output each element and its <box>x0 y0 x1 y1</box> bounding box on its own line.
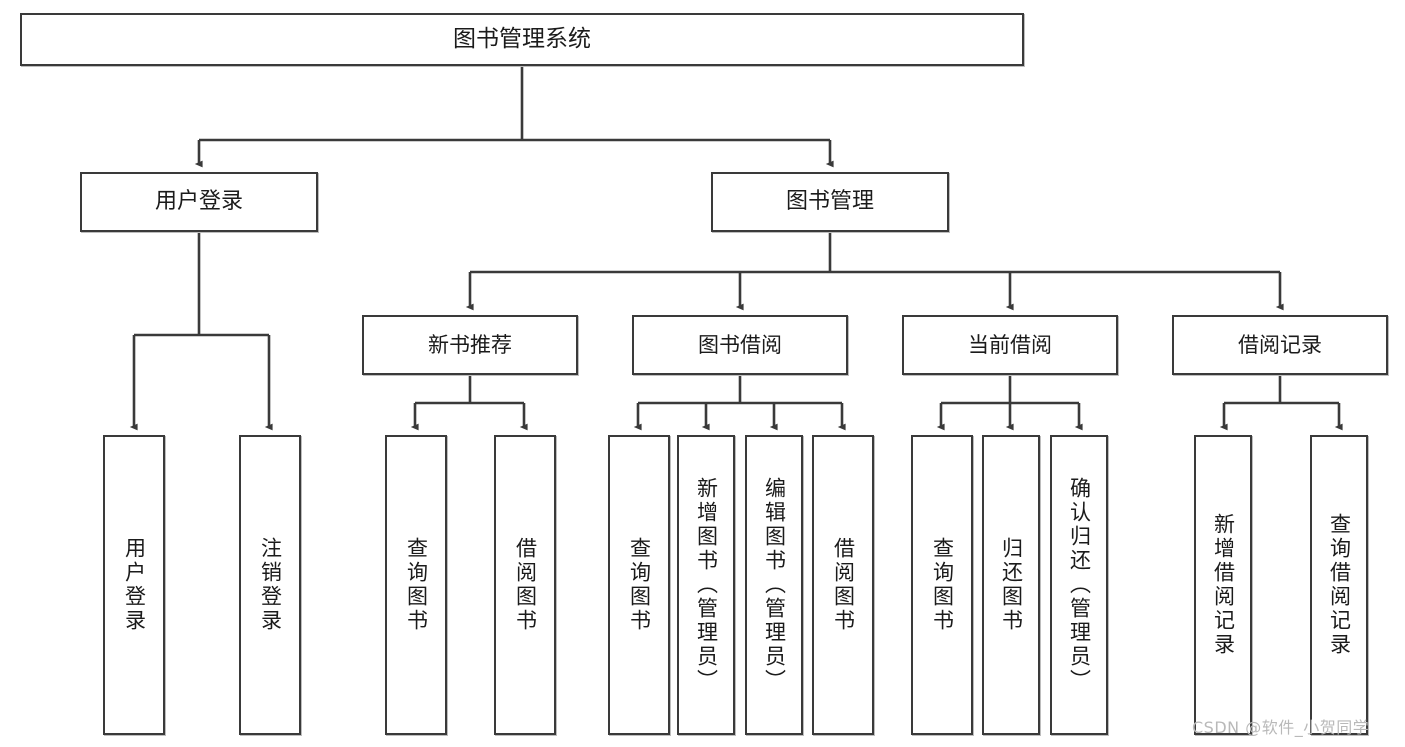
node-leaf-logout-login[interactable]: 注销登录 <box>239 435 301 735</box>
node-leaf-add-book-admin[interactable]: 新增图书（管理员） <box>677 435 735 735</box>
node-label: 新增借阅记录 <box>1211 513 1236 657</box>
node-root-book-management-system[interactable]: 图书管理系统 <box>20 13 1024 66</box>
node-label: 用户登录 <box>122 537 147 633</box>
node-label: 借阅记录 <box>1238 332 1322 357</box>
node-book-management[interactable]: 图书管理 <box>711 172 949 232</box>
node-label: 图书借阅 <box>698 332 782 357</box>
node-label: 确认归还（管理员） <box>1067 477 1092 693</box>
node-label: 查询图书 <box>404 537 429 633</box>
node-leaf-query-book-1[interactable]: 查询图书 <box>385 435 447 735</box>
node-label: 查询图书 <box>930 537 955 633</box>
node-leaf-query-borrow-record[interactable]: 查询借阅记录 <box>1310 435 1368 735</box>
node-book-borrow[interactable]: 图书借阅 <box>632 315 848 375</box>
node-label: 图书管理 <box>785 189 874 215</box>
node-leaf-edit-book-admin[interactable]: 编辑图书（管理员） <box>745 435 803 735</box>
node-label: 新书推荐 <box>428 332 512 357</box>
node-label: 注销登录 <box>258 537 283 633</box>
node-label: 借阅图书 <box>513 537 538 633</box>
node-current-borrow[interactable]: 当前借阅 <box>902 315 1118 375</box>
csdn-watermark: CSDN @软件_小贺同学 <box>1192 718 1370 737</box>
node-leaf-return-book[interactable]: 归还图书 <box>982 435 1040 735</box>
node-leaf-add-borrow-record[interactable]: 新增借阅记录 <box>1194 435 1252 735</box>
node-label: 借阅图书 <box>831 537 856 633</box>
node-leaf-user-login[interactable]: 用户登录 <box>103 435 165 735</box>
node-leaf-borrow-book-1[interactable]: 借阅图书 <box>494 435 556 735</box>
node-leaf-confirm-return-admin[interactable]: 确认归还（管理员） <box>1050 435 1108 735</box>
node-user-login[interactable]: 用户登录 <box>80 172 318 232</box>
node-leaf-query-book-3[interactable]: 查询图书 <box>911 435 973 735</box>
node-label: 图书管理系统 <box>453 26 591 53</box>
node-leaf-query-book-2[interactable]: 查询图书 <box>608 435 670 735</box>
node-new-book-recommend[interactable]: 新书推荐 <box>362 315 578 375</box>
node-borrow-record[interactable]: 借阅记录 <box>1172 315 1388 375</box>
node-label: 新增图书（管理员） <box>694 477 719 693</box>
node-label: 编辑图书（管理员） <box>762 477 787 693</box>
node-leaf-borrow-book-2[interactable]: 借阅图书 <box>812 435 874 735</box>
node-label: 查询借阅记录 <box>1327 513 1352 657</box>
node-label: 用户登录 <box>154 189 243 215</box>
node-label: 归还图书 <box>999 537 1024 633</box>
node-label: 查询图书 <box>627 537 652 633</box>
node-label: 当前借阅 <box>968 332 1052 357</box>
